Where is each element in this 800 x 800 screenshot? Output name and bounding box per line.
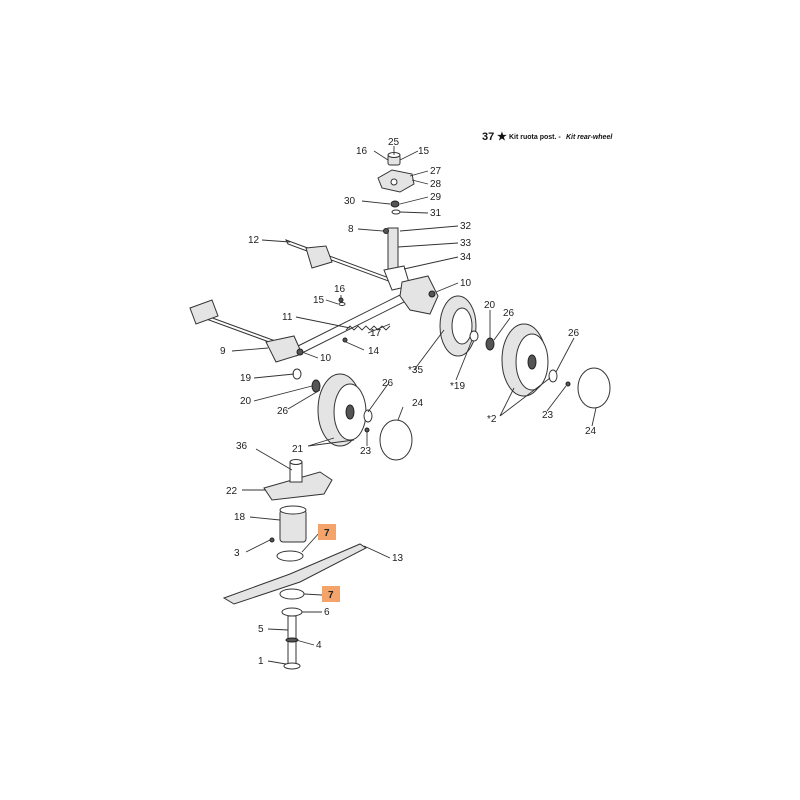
part-nut-23a <box>364 427 370 433</box>
callout-31: 31 <box>430 208 442 219</box>
kit-name-it: Kit ruota post. - <box>509 134 561 141</box>
callout-1: 1 <box>258 656 264 667</box>
callout-16b: 16 <box>334 284 346 295</box>
callout-15b: 15 <box>313 295 325 306</box>
axle-lever-assembly <box>189 227 439 363</box>
part-hubcap-24a <box>379 419 413 461</box>
callout-8: 8 <box>348 224 354 235</box>
part-washer-7a <box>276 550 304 562</box>
callout-5: 5 <box>258 624 264 635</box>
part-pivot-block <box>399 275 439 315</box>
callout-27: 27 <box>430 166 442 177</box>
part-washer <box>391 209 401 215</box>
callout-33: 33 <box>460 238 472 249</box>
callout-34: 34 <box>460 252 472 263</box>
part-pin-14 <box>342 337 348 343</box>
callout-7b: 7 <box>328 590 334 601</box>
part-hubcap-24b <box>577 367 611 409</box>
callout-25: 25 <box>388 137 400 148</box>
kit-title: 37 ★ Kit ruota post. - Kit rear-wheel <box>482 131 613 143</box>
part-front-cap <box>189 299 219 325</box>
callout-26c: 26 <box>568 328 580 339</box>
part-rod-bracket <box>305 245 333 269</box>
part-bearing-26b <box>548 369 558 383</box>
callout-20: 20 <box>484 300 496 311</box>
part-gear-inner <box>451 307 473 345</box>
callout-28: 28 <box>430 179 442 190</box>
part-nut <box>390 200 400 208</box>
callout-10: 10 <box>460 278 472 289</box>
callout-7a: 7 <box>324 528 330 539</box>
kit-number: 37 <box>482 131 494 143</box>
part-bushing-19b <box>469 330 479 342</box>
callout-12: 12 <box>248 235 260 246</box>
part-bolt-10a <box>428 290 436 298</box>
highlight-box-7a <box>318 524 336 540</box>
callout-35: *35 <box>408 365 423 376</box>
callout-11: 11 <box>282 312 293 323</box>
callout-labels: 25 16 15 27 28 29 30 31 8 32 12 33 34 10… <box>220 137 597 667</box>
callout-23b: 23 <box>542 410 554 421</box>
callout-26b: 26 <box>382 378 394 389</box>
part-flange-22 <box>263 471 333 501</box>
callout-10b: 10 <box>320 353 332 364</box>
part-washer-7b <box>279 588 305 600</box>
callout-32: 32 <box>460 221 472 232</box>
height-adjuster-assembly <box>377 152 415 215</box>
part-left-axle-hole <box>345 404 355 420</box>
part-bolt-head-1 <box>283 662 301 670</box>
kit-name-en: Kit rear-wheel <box>566 134 613 141</box>
part-washer-15 <box>338 302 346 306</box>
callout-17: 17 <box>370 328 382 339</box>
callout-18: 18 <box>234 512 246 523</box>
part-rear-rod <box>284 239 404 287</box>
callout-24: 24 <box>412 398 424 409</box>
part-shaft-top <box>289 459 303 465</box>
callout-16: 16 <box>356 146 368 157</box>
callout-21: 21 <box>292 444 304 455</box>
part-washer-6 <box>281 607 303 617</box>
part-spacer-4 <box>285 637 299 643</box>
callout-3: 3 <box>234 548 240 559</box>
callout-19b: 19 <box>240 373 252 384</box>
part-hub-18 <box>279 509 307 543</box>
part-right-axle-hole <box>527 354 537 370</box>
part-key-3 <box>269 537 275 543</box>
callout-23: 23 <box>360 446 372 457</box>
callout-2: *2 <box>487 414 497 425</box>
callout-15: 15 <box>418 146 430 157</box>
part-bushing-19 <box>292 368 302 380</box>
part-blade-13 <box>222 543 367 605</box>
part-hub-top <box>279 505 307 515</box>
callout-26d: 26 <box>277 406 289 417</box>
callout-6: 6 <box>324 607 330 618</box>
callout-4: 4 <box>316 640 322 651</box>
callout-36: 36 <box>236 441 248 452</box>
callout-19: *19 <box>450 381 465 392</box>
highlight-box-7b <box>322 586 340 602</box>
left-wheel-assembly <box>292 368 413 461</box>
callout-26: 26 <box>503 308 515 319</box>
leader-lines <box>231 146 597 665</box>
blade-assembly <box>222 459 367 670</box>
callout-24b: 24 <box>585 426 597 437</box>
callout-22: 22 <box>226 486 238 497</box>
part-lever <box>289 289 417 357</box>
part-bearing-26 <box>363 409 373 423</box>
callout-13: 13 <box>392 553 404 564</box>
kit-star: ★ <box>497 131 507 143</box>
callout-29: 29 <box>430 192 442 203</box>
part-nut-23b <box>565 381 571 387</box>
callout-20b: 20 <box>240 396 252 407</box>
callout-9: 9 <box>220 346 226 357</box>
callout-30: 30 <box>344 196 356 207</box>
part-washer-20b <box>485 337 495 351</box>
callout-14: 14 <box>368 346 380 357</box>
part-screw-8 <box>383 228 389 234</box>
part-hole <box>390 178 398 186</box>
right-wheel-assembly <box>439 295 611 409</box>
part-pin-16 <box>338 297 344 303</box>
